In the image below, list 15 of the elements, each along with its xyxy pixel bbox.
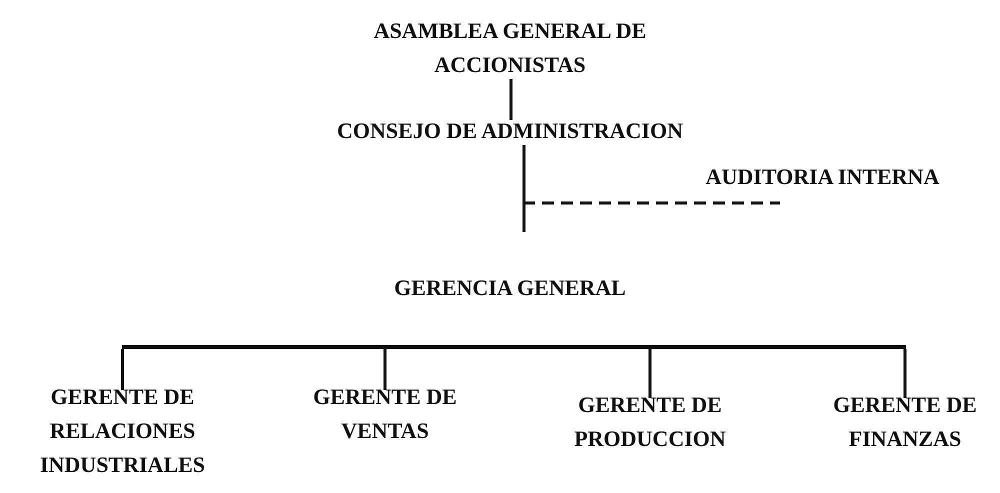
connector-line <box>121 349 124 390</box>
connector-line <box>904 349 906 398</box>
connector-line <box>648 349 652 398</box>
position-title: AUDITORIA INTERNA <box>704 163 940 191</box>
dashed-connector <box>522 145 780 204</box>
position-title: GERENTE DE FINANZAS <box>832 391 978 453</box>
position-title: GERENCIA GENERAL <box>393 274 627 302</box>
position-title: GERENTE DE PRODUCCION <box>573 391 727 453</box>
position-title: GERENTE DE RELACIONES INDUSTRIALES <box>38 383 206 479</box>
position-title: GERENTE DE VENTAS <box>312 383 458 445</box>
connector-line <box>510 79 512 120</box>
position-title: CONSEJO DE ADMINISTRACION <box>336 117 684 145</box>
connector-bar <box>122 345 906 349</box>
connector-line <box>384 349 386 390</box>
position-title: ASAMBLEA GENERAL DE ACCIONISTAS <box>372 17 648 79</box>
